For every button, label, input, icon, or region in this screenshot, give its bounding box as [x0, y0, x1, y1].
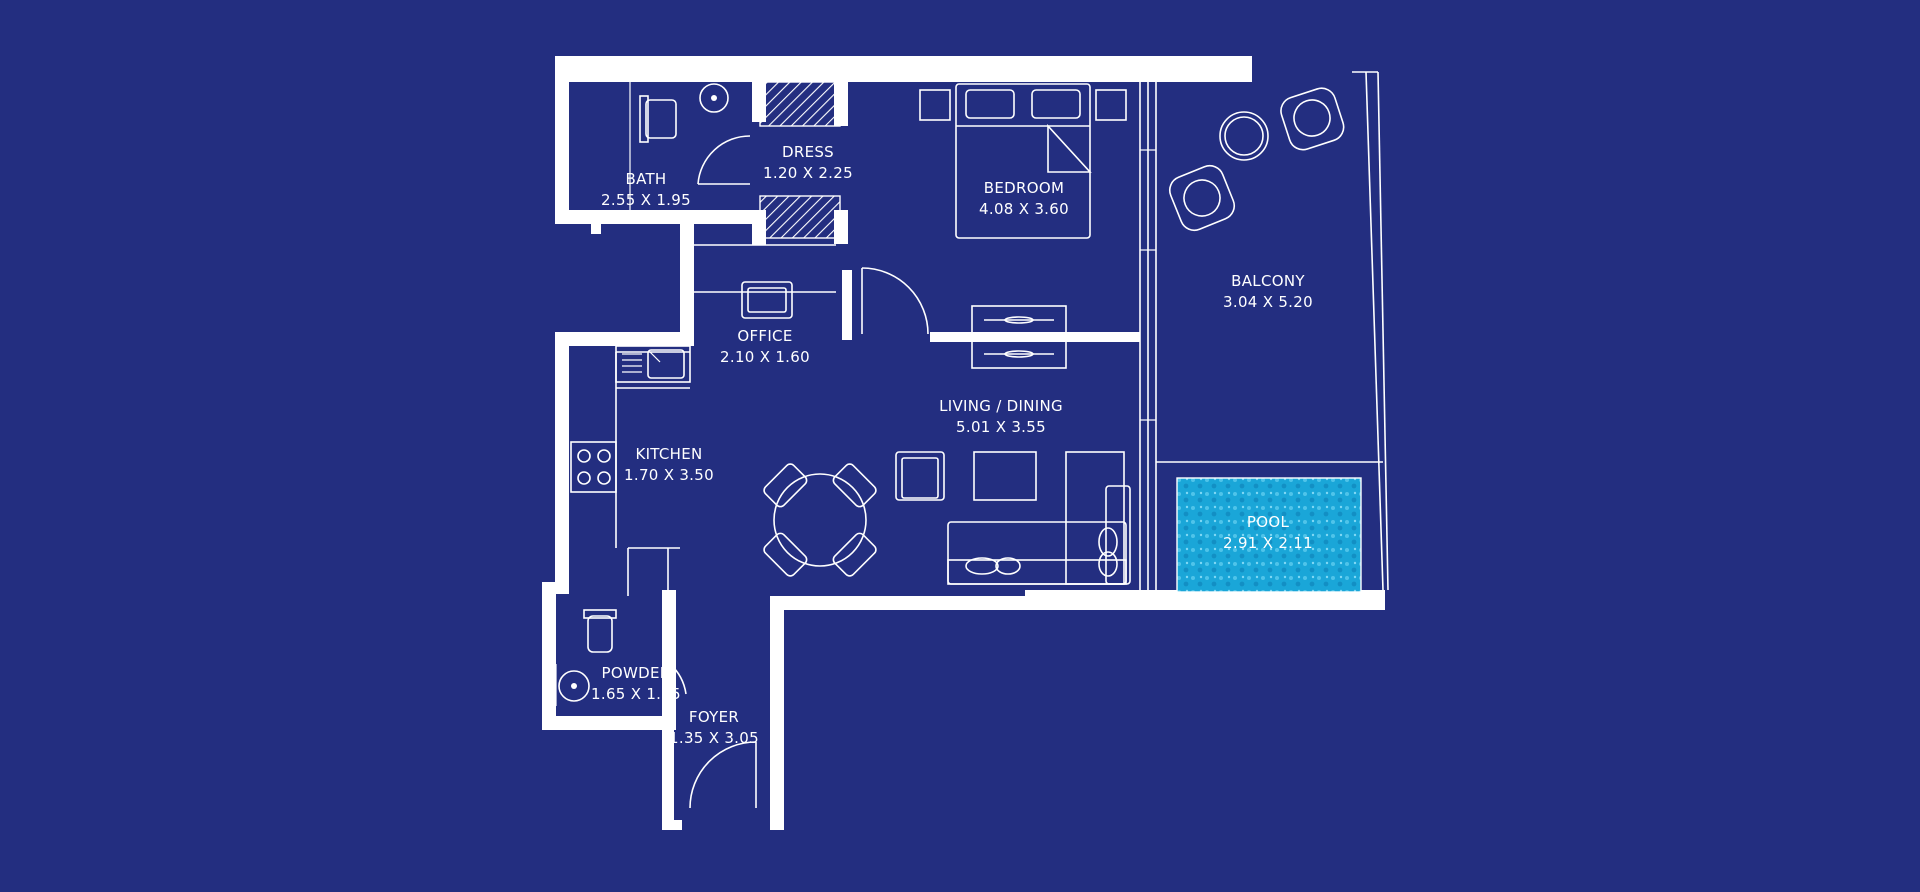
- dress-wardrobes: [759, 81, 841, 239]
- walls: [542, 56, 1385, 830]
- living-furniture: [895, 451, 1131, 585]
- office-name: OFFICE: [737, 327, 792, 345]
- dining-set: [763, 463, 877, 577]
- bedroom-name: BEDROOM: [984, 179, 1064, 197]
- pool-size: 2.91 X 2.11: [1223, 534, 1313, 552]
- powder-size: 1.65 X 1.65: [591, 685, 681, 703]
- balcony-size: 3.04 X 5.20: [1223, 293, 1313, 311]
- room-labels: BATH 2.55 X 1.95 DRESS 1.20 X 2.25 BEDRO…: [591, 143, 1313, 747]
- powder-name: POWDER: [602, 664, 671, 682]
- bath-name: BATH: [625, 170, 666, 188]
- bath-fixtures: [629, 82, 729, 210]
- office-furniture: [741, 281, 793, 319]
- glazing-lines: [615, 71, 1389, 596]
- living-size: 5.01 X 3.55: [956, 418, 1046, 436]
- door-swings: [669, 135, 929, 809]
- foyer-size: 1.35 X 3.05: [669, 729, 759, 747]
- kitchen-name: KITCHEN: [635, 445, 702, 463]
- dress-name: DRESS: [782, 143, 834, 161]
- living-name: LIVING / DINING: [939, 397, 1063, 415]
- powder-fixtures: [555, 609, 617, 706]
- dress-size: 1.20 X 2.25: [763, 164, 853, 182]
- kitchen-fixtures: [570, 345, 691, 493]
- bath-size: 2.55 X 1.95: [601, 191, 691, 209]
- pool-water: [1176, 477, 1362, 593]
- bedroom-furniture: [919, 83, 1127, 369]
- kitchen-size: 1.70 X 3.50: [624, 466, 714, 484]
- office-size: 2.10 X 1.60: [720, 348, 810, 366]
- foyer-name: FOYER: [689, 708, 739, 726]
- balcony-furniture: [1168, 87, 1345, 232]
- pool-name: POOL: [1247, 513, 1290, 531]
- bedroom-size: 4.08 X 3.60: [979, 200, 1069, 218]
- balcony-name: BALCONY: [1231, 272, 1305, 290]
